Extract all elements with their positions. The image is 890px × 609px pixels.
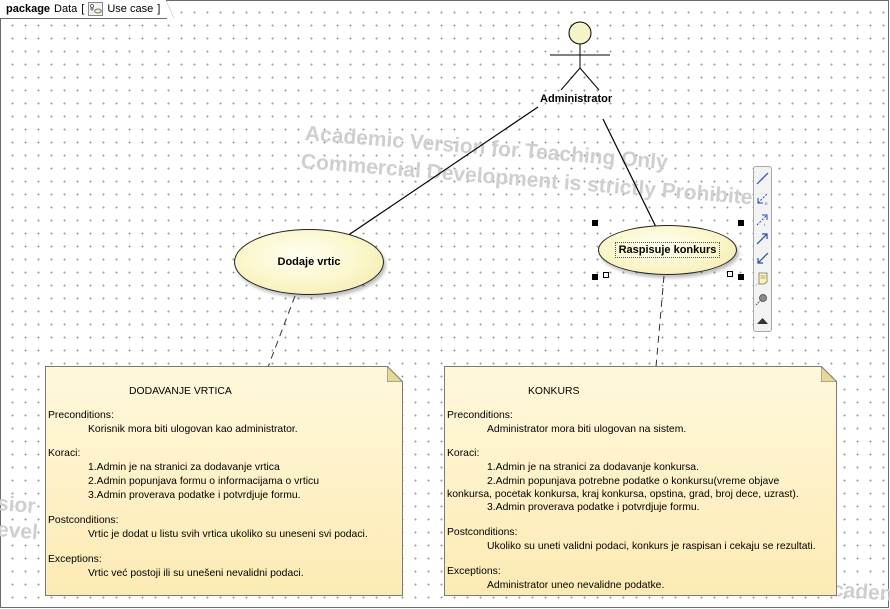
step-item: 1.Admin je na stranici za dodavanje vrti… xyxy=(88,462,280,473)
frame-keyword: package xyxy=(6,3,51,15)
selection-handle-top-right[interactable] xyxy=(738,220,744,226)
watermark-fragment-right: caden xyxy=(831,578,890,606)
note-dodavanje-vrtica[interactable]: DODAVANJE VRTICA Preconditions: Korisnik… xyxy=(45,366,403,596)
step-item-continuation: konkursa, pocetak konkursa, kraj konkurs… xyxy=(447,489,799,500)
svg-text:I: I xyxy=(764,222,765,227)
postconditions-text: Ukoliko su uneti validni podaci, konkurs… xyxy=(487,541,816,552)
watermark-line-1: Academic Version for Teaching Only xyxy=(304,122,669,175)
use-case-raspisuje-konkurs[interactable]: Raspisuje konkurs xyxy=(598,225,737,275)
exceptions-label: Exceptions: xyxy=(48,554,102,565)
note-icon[interactable] xyxy=(755,271,770,286)
frame-name: Data xyxy=(54,3,78,15)
association-line-raspisuje-konkurs xyxy=(602,118,657,228)
step-item: 1.Admin je na stranici za dodavanje konk… xyxy=(487,462,699,473)
watermark-fragment-left-2: evel xyxy=(0,518,39,545)
preconditions-label: Preconditions: xyxy=(447,410,513,421)
exceptions-text: Vrtic već postoji ili su unešeni nevalid… xyxy=(88,568,304,579)
use-case-dodaje-vrtic[interactable]: Dodaje vrtic xyxy=(234,229,384,295)
association-line-dodaje-vrtic xyxy=(346,106,539,237)
include-icon[interactable]: E xyxy=(755,191,770,206)
steps-label: Koraci: xyxy=(48,448,81,459)
generalization-icon[interactable] xyxy=(755,231,770,246)
smart-manipulator-toolbar: E I xyxy=(753,166,772,332)
collapse-up-icon[interactable] xyxy=(755,313,770,328)
anchor-icon[interactable] xyxy=(755,291,770,306)
actor-icon[interactable] xyxy=(550,20,610,92)
extend-icon[interactable]: I xyxy=(755,212,770,227)
postconditions-text: Vrtic je dodat u listu svih vrtica ukoli… xyxy=(88,529,368,540)
selection-handle-top-left[interactable] xyxy=(592,220,598,226)
steps-label: Koraci: xyxy=(447,448,480,459)
preconditions-label: Preconditions: xyxy=(48,410,114,421)
svg-text:E: E xyxy=(765,201,768,206)
preconditions-text: Administrator mora biti ulogovan na sist… xyxy=(487,424,687,435)
preconditions-text: Korisnik mora biti ulogovan kao administ… xyxy=(88,424,298,435)
selection-handle-bottom-mid-left[interactable] xyxy=(603,272,609,278)
step-item: 2.Admin popunjava formu o informacijama … xyxy=(88,476,320,487)
actor-name: Administrator xyxy=(540,93,613,105)
frame-bracket-close: ] xyxy=(157,3,161,15)
exceptions-label: Exceptions: xyxy=(447,566,501,577)
directed-association-icon[interactable] xyxy=(755,251,770,266)
use-case-label: Raspisuje konkurs xyxy=(614,242,721,258)
frame-header: package Data [ Use case ] xyxy=(0,0,175,19)
postconditions-label: Postconditions: xyxy=(447,527,518,538)
note-title: KONKURS xyxy=(528,386,580,397)
postconditions-label: Postconditions: xyxy=(48,515,119,526)
use-case-label: Dodaje vrtic xyxy=(277,256,341,268)
step-item: 3.Admin proverava podatke i potvrdjuje f… xyxy=(487,502,700,513)
note-anchor-konkurs xyxy=(655,275,665,368)
note-anchor-dodavanje-vrtica xyxy=(267,295,296,368)
step-item: 2.Admin popunjava potrebne podatke o kon… xyxy=(487,476,780,487)
note-konkurs[interactable]: KONKURS Preconditions: Administrator mor… xyxy=(444,366,837,596)
frame-bracket-open: [ xyxy=(81,3,85,15)
use-case-diagram-icon xyxy=(88,2,104,16)
frame-diagram-type: Use case xyxy=(107,3,154,15)
association-icon[interactable] xyxy=(755,171,770,186)
selection-handle-bottom-mid-right[interactable] xyxy=(727,271,733,277)
watermark-line-2: Commercial Development is strictly Prohi… xyxy=(300,150,767,211)
step-item: 3.Admin proverava podatke i potvrdjuje f… xyxy=(88,490,301,501)
exceptions-text: Administrator uneo nevalidne podatke. xyxy=(487,580,665,591)
selection-handle-bottom-left[interactable] xyxy=(592,274,598,280)
selection-handle-bottom-right[interactable] xyxy=(738,274,744,280)
note-title: DODAVANJE VRTICA xyxy=(129,386,232,397)
watermark-fragment-left-1: sior xyxy=(0,492,37,519)
